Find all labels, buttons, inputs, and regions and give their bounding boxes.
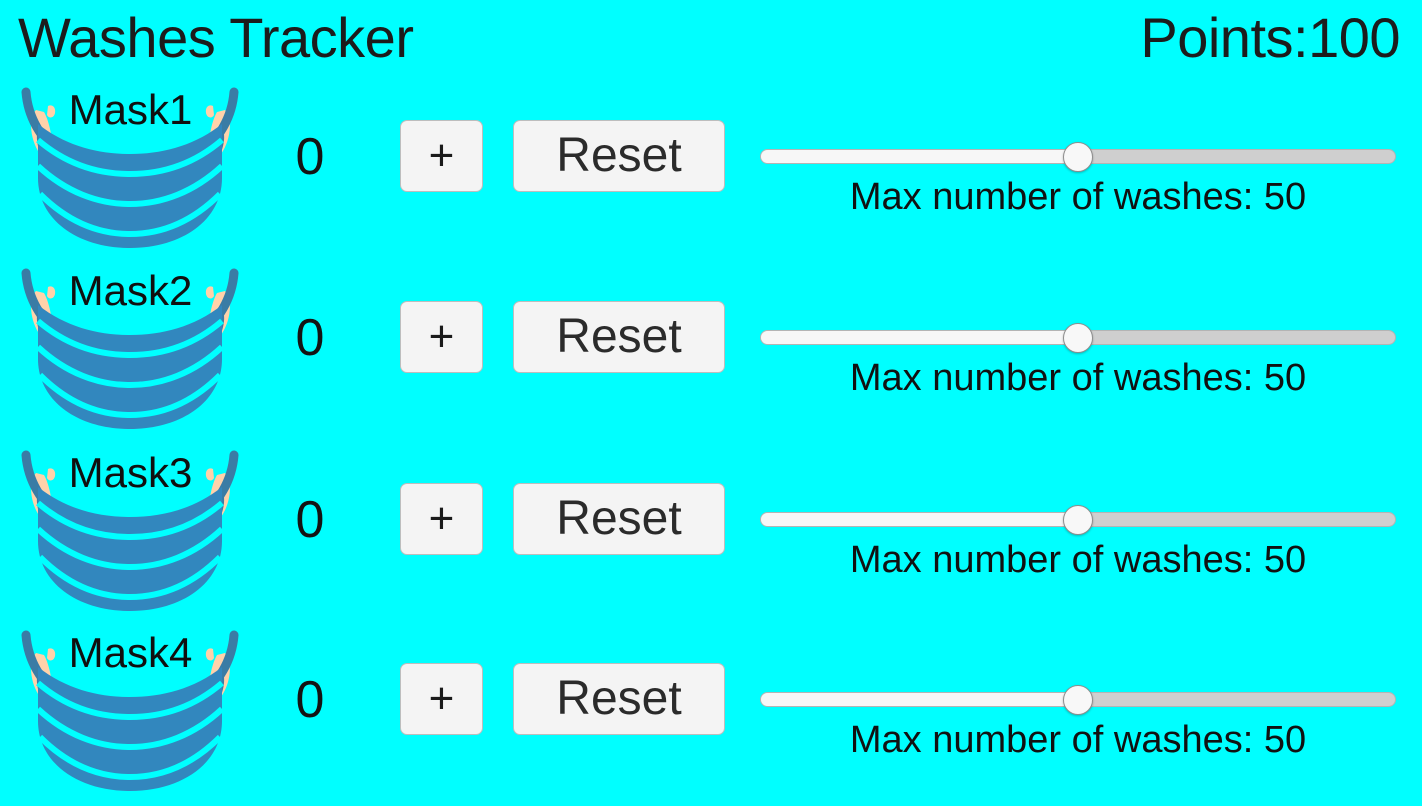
wash-count-value: 0 xyxy=(295,309,325,367)
increment-wash-button[interactable]: + xyxy=(400,663,483,735)
increment-wash-button[interactable]: + xyxy=(400,483,483,555)
page-title: Washes Tracker xyxy=(18,6,414,69)
slider-thumb[interactable] xyxy=(1063,505,1093,535)
max-washes-slider[interactable]: Max number of washes: 50 xyxy=(760,82,1396,252)
wash-count-value: 0 xyxy=(295,128,325,186)
wash-count-value: 0 xyxy=(295,491,325,549)
mask-row-2: Mask2 0 + Reset Max number of washes: 50 xyxy=(0,263,1422,444)
app-header: Washes Tracker Points:100 xyxy=(0,0,1422,78)
slider-fill xyxy=(761,150,1078,163)
slider-thumb[interactable] xyxy=(1063,323,1093,353)
reset-wash-button[interactable]: Reset xyxy=(513,120,725,192)
points-value: 100 xyxy=(1308,6,1400,69)
max-washes-caption: Max number of washes: 50 xyxy=(849,176,1307,218)
slider-thumb[interactable] xyxy=(1063,142,1093,172)
slider-fill xyxy=(761,513,1078,526)
mask-row-1: Mask1 0 + Reset Max number of washes: 50 xyxy=(0,82,1422,263)
points-label: Points: xyxy=(1140,6,1309,69)
max-washes-caption: Max number of washes: 50 xyxy=(849,719,1307,761)
mask-row-3: Mask3 0 + Reset Max number of washes: 50 xyxy=(0,445,1422,626)
increment-wash-button[interactable]: + xyxy=(400,120,483,192)
max-washes-slider[interactable]: Max number of washes: 50 xyxy=(760,625,1396,795)
face-mask-icon: Mask2 xyxy=(8,263,253,433)
points-display: Points:100 xyxy=(1140,6,1400,70)
reset-wash-button[interactable]: Reset xyxy=(513,483,725,555)
face-mask-icon: Mask4 xyxy=(8,625,253,795)
wash-count-value: 0 xyxy=(295,671,325,729)
increment-wash-button[interactable]: + xyxy=(400,301,483,373)
reset-wash-button[interactable]: Reset xyxy=(513,663,725,735)
slider-fill xyxy=(761,331,1078,344)
max-washes-slider[interactable]: Max number of washes: 50 xyxy=(760,263,1396,433)
face-mask-icon: Mask1 xyxy=(8,82,253,252)
face-mask-icon: Mask3 xyxy=(8,445,253,615)
slider-fill xyxy=(761,693,1078,706)
max-washes-caption: Max number of washes: 50 xyxy=(849,357,1307,399)
max-washes-slider[interactable]: Max number of washes: 50 xyxy=(760,445,1396,615)
mask-row-4: Mask4 0 + Reset Max number of washes: 50 xyxy=(0,625,1422,806)
slider-thumb[interactable] xyxy=(1063,685,1093,715)
max-washes-caption: Max number of washes: 50 xyxy=(849,539,1307,581)
reset-wash-button[interactable]: Reset xyxy=(513,301,725,373)
